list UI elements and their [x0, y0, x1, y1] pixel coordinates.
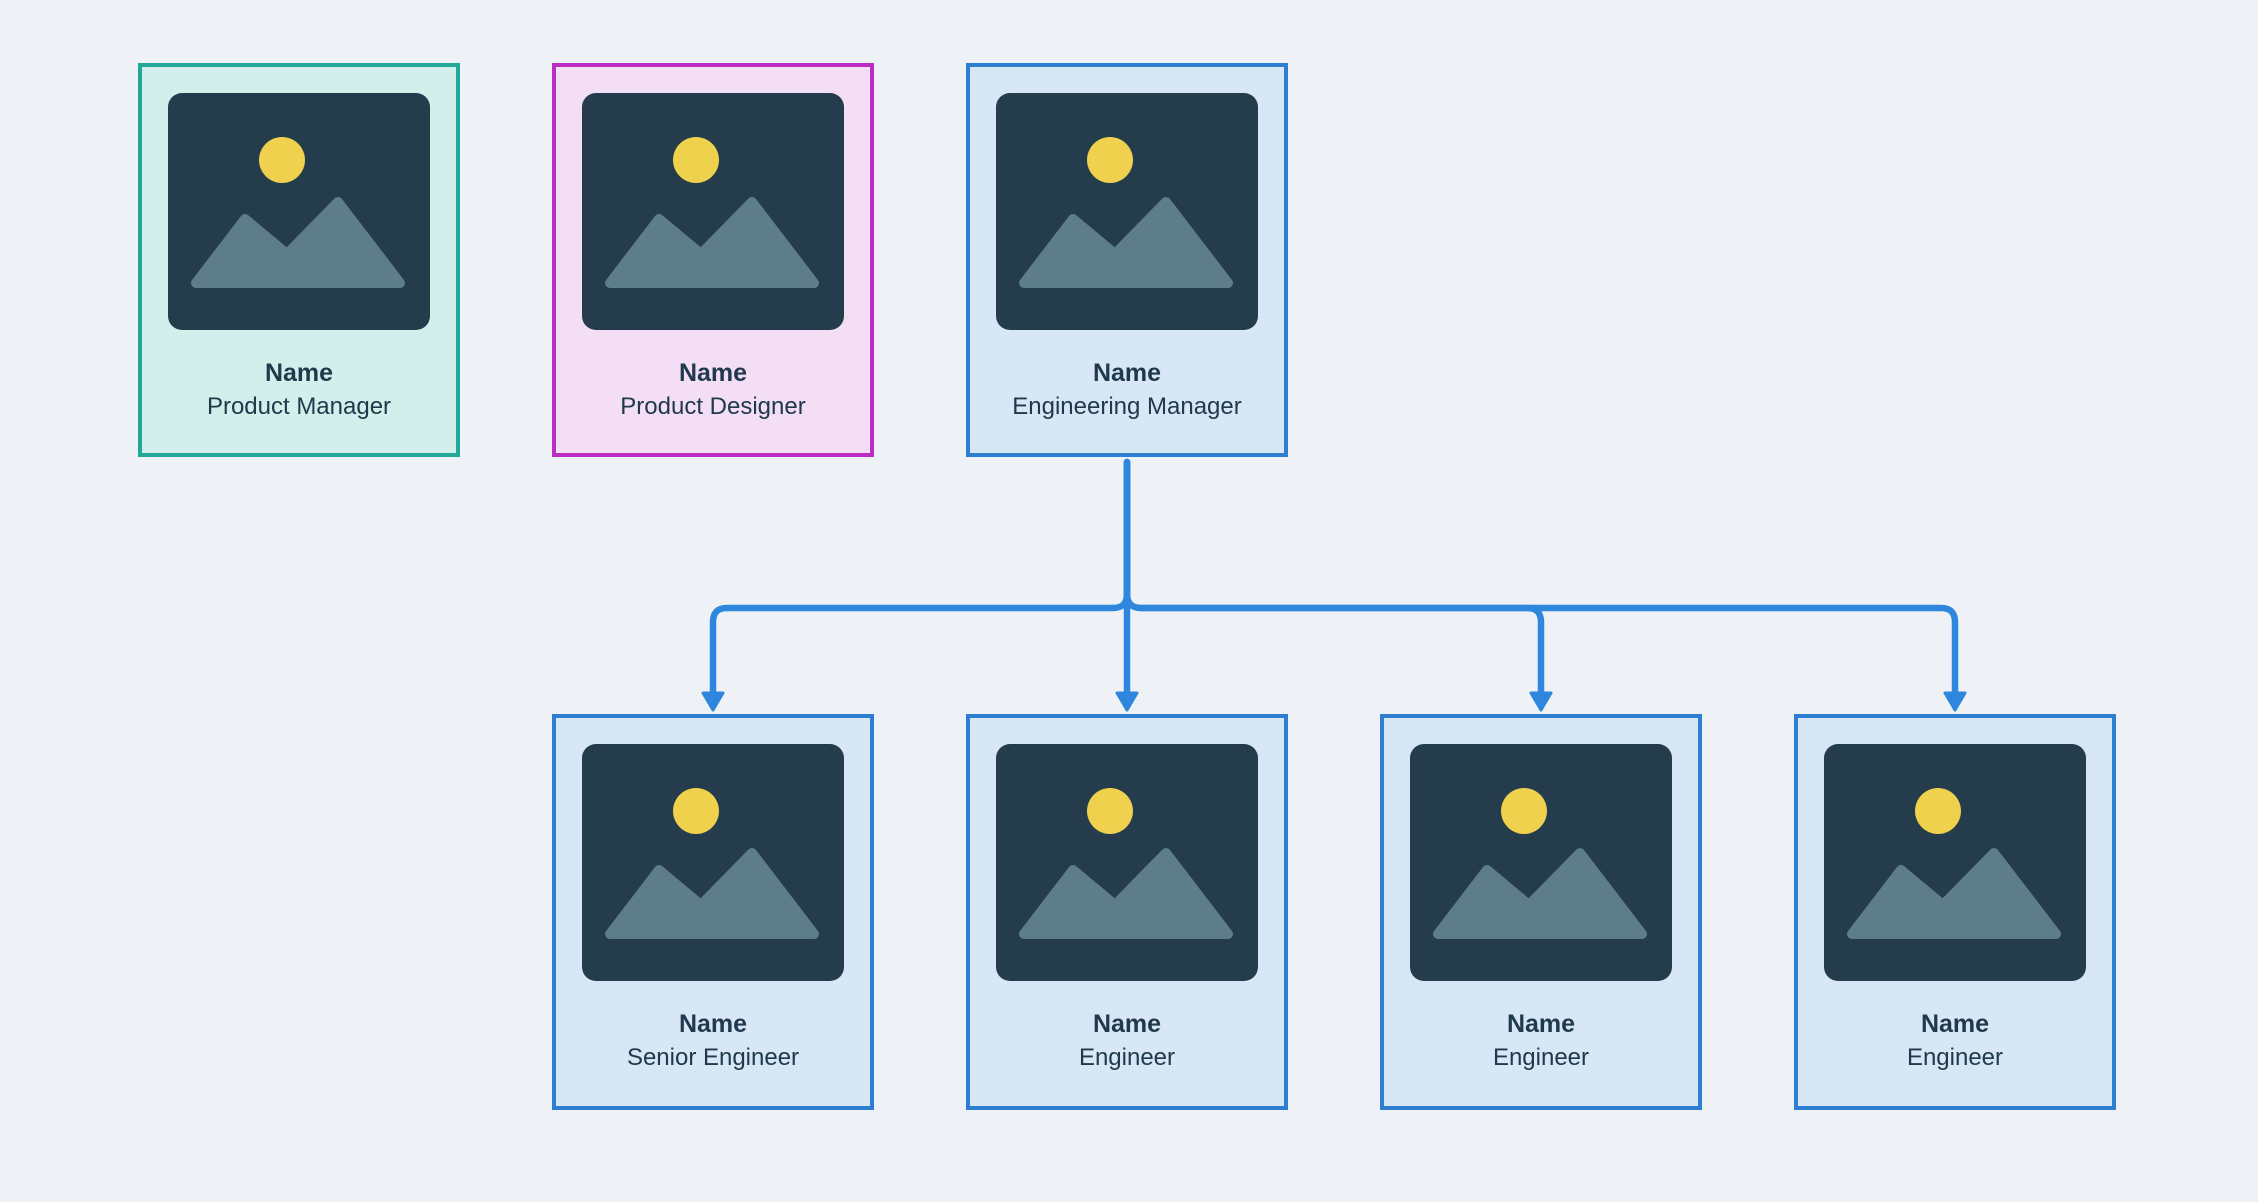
sun-icon [259, 137, 305, 183]
image-placeholder-icon [582, 93, 844, 330]
org-card-product-designer[interactable]: Name Product Designer [552, 63, 874, 457]
arrowhead-senior-engineer [701, 691, 725, 712]
photo-frame [996, 744, 1258, 981]
sun-icon [1087, 788, 1133, 834]
image-placeholder-icon [996, 93, 1258, 330]
card-label-block: Name Product Designer [556, 356, 870, 424]
card-label-block: Name Product Manager [142, 356, 456, 424]
mountains-icon [1847, 848, 2061, 939]
edge-engineering-manager-to-senior-engineer[interactable] [709, 458, 1131, 698]
member-name: Name [1092, 1010, 1162, 1038]
mountains-icon [191, 197, 405, 288]
sun-icon [673, 137, 719, 183]
card-label-block: Name Engineer [970, 1007, 1284, 1075]
card-label-block: Name Engineer [1798, 1007, 2112, 1075]
member-name: Name [678, 359, 748, 387]
photo-frame [168, 93, 430, 330]
photo-frame [1410, 744, 1672, 981]
mountains-icon [1019, 848, 1233, 939]
arrowhead-engineer-2 [1529, 691, 1553, 712]
photo-frame [582, 93, 844, 330]
photo-frame [1824, 744, 2086, 981]
member-role: Product Manager [206, 393, 392, 420]
mountains-icon [1019, 197, 1233, 288]
image-placeholder-icon [168, 93, 430, 330]
photo-frame [582, 744, 844, 981]
member-role: Senior Engineer [626, 1044, 800, 1071]
member-name: Name [1092, 359, 1162, 387]
image-placeholder-icon [1824, 744, 2086, 981]
org-card-engineering-manager[interactable]: Name Engineering Manager [966, 63, 1288, 457]
sun-icon [1087, 137, 1133, 183]
member-role: Engineering Manager [1012, 393, 1242, 420]
org-card-engineer-3[interactable]: Name Engineer [1794, 714, 2116, 1110]
member-role: Engineer [1078, 1044, 1176, 1071]
card-label-block: Name Engineering Manager [970, 356, 1284, 424]
org-card-senior-engineer[interactable]: Name Senior Engineer [552, 714, 874, 1110]
sun-icon [673, 788, 719, 834]
arrowhead-engineer-1 [1115, 691, 1139, 712]
mountains-icon [1433, 848, 1647, 939]
photo-frame [996, 93, 1258, 330]
member-role: Engineer [1492, 1044, 1590, 1071]
mountains-icon [605, 848, 819, 939]
image-placeholder-icon [582, 744, 844, 981]
member-name: Name [264, 359, 334, 387]
member-role: Engineer [1906, 1044, 2004, 1071]
sun-icon [1501, 788, 1547, 834]
org-card-engineer-1[interactable]: Name Engineer [966, 714, 1288, 1110]
card-label-block: Name Engineer [1384, 1007, 1698, 1075]
card-label-block: Name Senior Engineer [556, 1007, 870, 1075]
image-placeholder-icon [1410, 744, 1672, 981]
mountains-icon [605, 197, 819, 288]
edge-engineering-manager-to-engineer-2[interactable] [1123, 458, 1545, 698]
member-name: Name [1920, 1010, 1990, 1038]
edge-engineering-manager-to-engineer-3[interactable] [1123, 458, 1959, 698]
member-name: Name [678, 1010, 748, 1038]
arrowhead-engineer-3 [1943, 691, 1967, 712]
member-name: Name [1506, 1010, 1576, 1038]
image-placeholder-icon [996, 744, 1258, 981]
org-card-engineer-2[interactable]: Name Engineer [1380, 714, 1702, 1110]
org-card-product-manager[interactable]: Name Product Manager [138, 63, 460, 457]
sun-icon [1915, 788, 1961, 834]
member-role: Product Designer [620, 393, 806, 420]
